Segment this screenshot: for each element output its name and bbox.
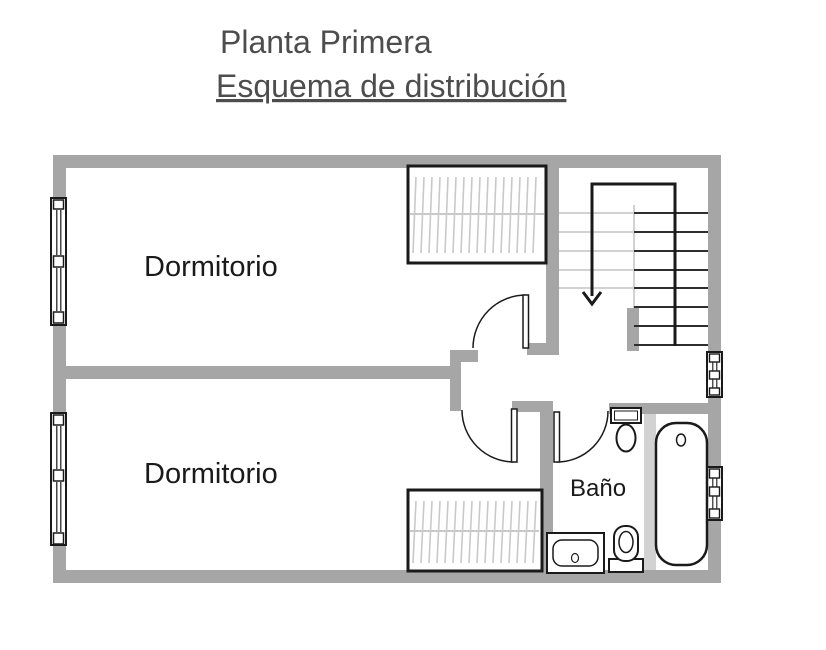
sink-drain xyxy=(570,552,580,564)
stair-down-arrow-icon xyxy=(581,291,603,307)
doors xyxy=(461,294,609,463)
wall-stairwell-left xyxy=(546,168,559,355)
door-bedroom2-swing-arc xyxy=(461,409,515,463)
wall-stairs-stub xyxy=(627,308,639,351)
window-left-upper xyxy=(50,197,67,326)
toilet-top-tank-inner xyxy=(614,410,638,421)
wall-hall-stub-top xyxy=(450,350,478,362)
wardrobe-2 xyxy=(406,488,544,573)
wall-hall-bottom xyxy=(512,401,553,412)
wall-bathroom-top xyxy=(609,403,708,414)
bathtub-outline xyxy=(654,421,709,567)
door-bathroom-leaf xyxy=(553,411,561,463)
door-bedroom1-swing-arc xyxy=(472,294,527,349)
sink xyxy=(546,532,605,574)
door-bathroom-swing-arc xyxy=(556,410,609,463)
room-label-bano: Baño xyxy=(570,475,626,502)
stair-direction-line xyxy=(590,182,677,346)
toilet-top xyxy=(610,407,642,453)
interior-walls xyxy=(66,168,708,570)
toilet-bottom-bowl-inner xyxy=(618,530,634,554)
window-right-bathroom xyxy=(706,466,723,521)
door-bedroom1-leaf xyxy=(522,294,530,349)
room-label-dormitorio-2: Dormitorio xyxy=(144,458,278,490)
wall-hall-stub-vertical xyxy=(450,350,461,411)
bathtub xyxy=(654,421,709,567)
bathtub-drain xyxy=(675,433,687,447)
stairs xyxy=(559,182,708,346)
page-title: Planta Primera xyxy=(220,24,432,60)
outer-wall-top xyxy=(53,155,721,168)
room-label-dormitorio-1: Dormitorio xyxy=(144,251,278,283)
page-subtitle: Esquema de distribución xyxy=(216,68,566,104)
bathtub-partition xyxy=(644,414,656,570)
window-right-landing xyxy=(706,351,723,398)
wall-bedroom-divider xyxy=(66,366,452,379)
toilet-bottom xyxy=(608,525,644,573)
toilet-top-bowl xyxy=(615,423,637,453)
door-bedroom2-leaf xyxy=(510,408,518,463)
window-left-lower xyxy=(50,412,67,546)
stair-treads-lower xyxy=(634,212,708,346)
wardrobe-1 xyxy=(406,164,548,265)
stair-treads-upper-light xyxy=(559,205,635,308)
